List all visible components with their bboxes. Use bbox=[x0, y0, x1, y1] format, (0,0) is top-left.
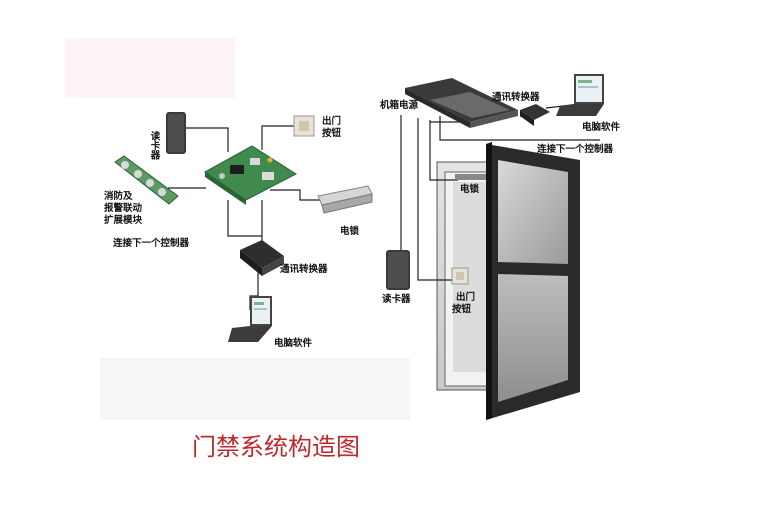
label-card-reader-right: 读卡器 bbox=[382, 293, 411, 305]
power-box bbox=[405, 78, 518, 128]
label-electric-lock-right: 电锁 bbox=[460, 183, 480, 195]
label-pc-software-right: 电脑软件 bbox=[582, 121, 621, 133]
label-electric-lock-left: 电锁 bbox=[340, 225, 360, 237]
controller-board bbox=[204, 145, 297, 205]
left-wiring bbox=[168, 125, 320, 310]
label-pc-software-left: 电脑软件 bbox=[274, 337, 313, 349]
laptop-right bbox=[556, 74, 604, 116]
door bbox=[486, 142, 580, 420]
diagram-caption: 门禁系统构造图 bbox=[192, 433, 360, 461]
label-converter-right: 通讯转换器 bbox=[492, 91, 540, 103]
label-next-controller-left: 连接下一个控制器 bbox=[113, 237, 190, 249]
converter-right bbox=[520, 104, 550, 126]
label-fire-alarm-2: 报警联动 bbox=[104, 202, 143, 214]
label-fire-alarm-1: 消防及 bbox=[104, 190, 133, 202]
electric-lock-right bbox=[455, 174, 493, 180]
background-panel bbox=[100, 358, 410, 420]
fire-alarm-module bbox=[114, 155, 179, 205]
converter-left bbox=[240, 240, 284, 276]
card-reader-right bbox=[386, 250, 410, 290]
label-exit-button-right-1: 出门 bbox=[456, 291, 475, 303]
background-smudge bbox=[65, 38, 235, 98]
electric-lock-left bbox=[317, 185, 373, 214]
label-power-box: 机箱电源 bbox=[380, 99, 419, 111]
label-exit-button-left-1: 出门 bbox=[322, 115, 341, 127]
label-converter-left: 通讯转换器 bbox=[280, 263, 328, 275]
label-exit-button-right-2: 按钮 bbox=[452, 303, 472, 315]
exit-button-left bbox=[293, 115, 315, 137]
exit-button-right bbox=[451, 267, 469, 285]
label-next-controller-right: 连接下一个控制器 bbox=[537, 143, 614, 155]
card-reader-left bbox=[166, 112, 186, 154]
label-exit-button-left-2: 按钮 bbox=[322, 127, 342, 139]
label-card-reader-left: 读卡器 bbox=[149, 130, 162, 160]
laptop-left bbox=[228, 296, 272, 342]
label-fire-alarm-3: 扩展模块 bbox=[104, 214, 143, 226]
